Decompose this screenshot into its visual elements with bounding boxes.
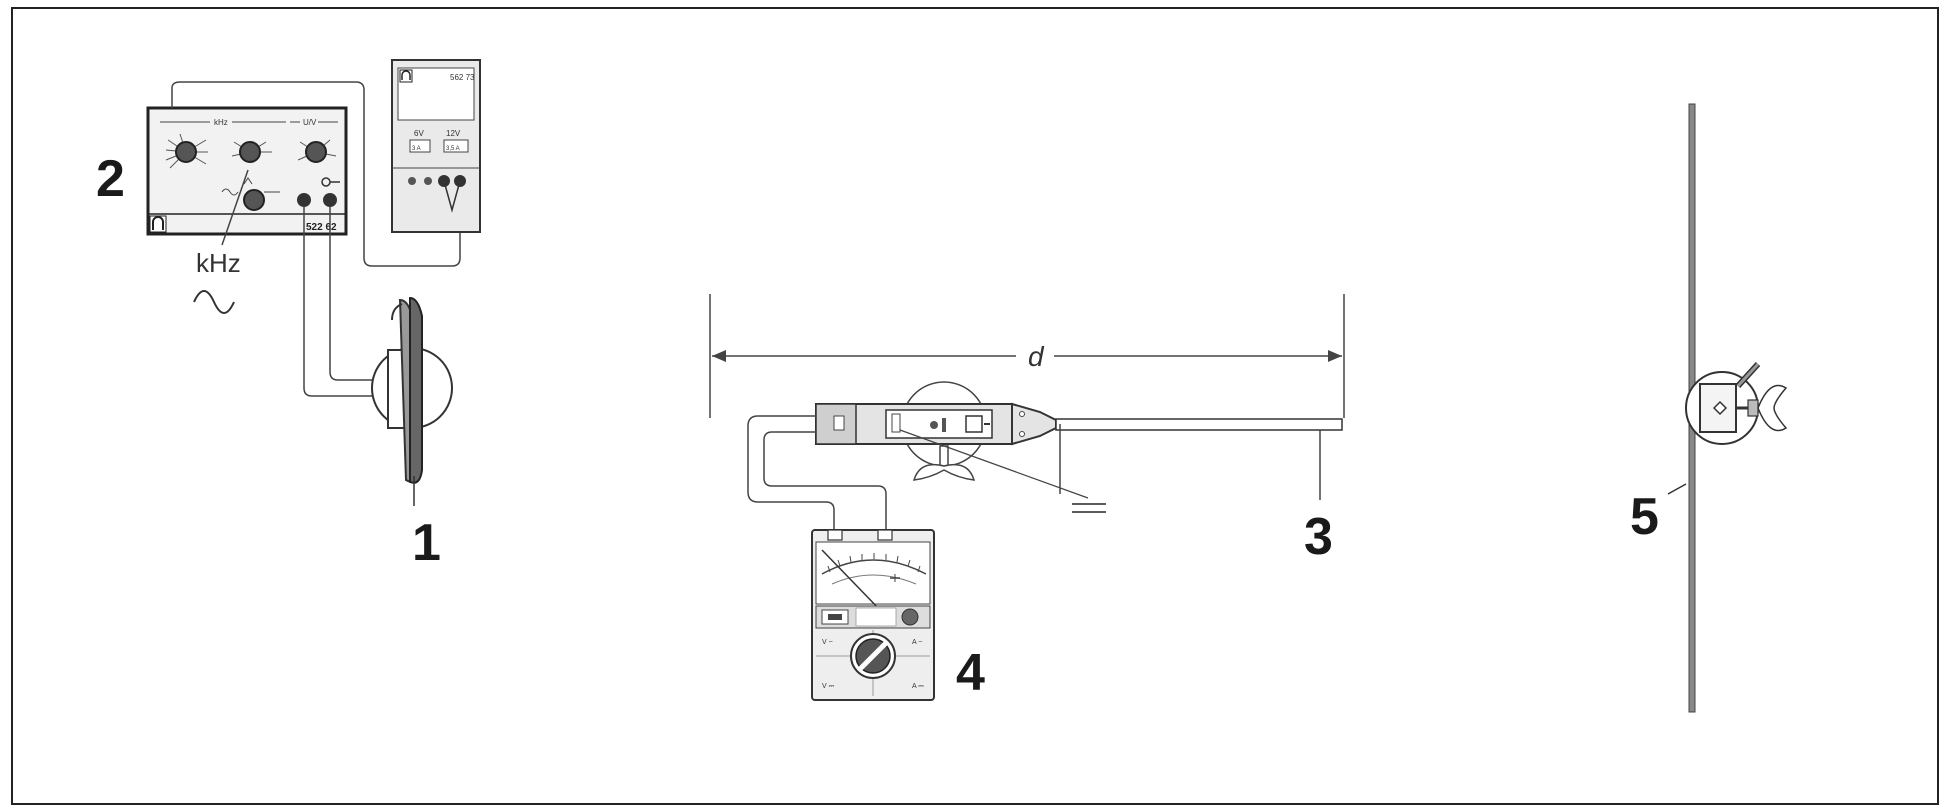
induction-coil [371,296,453,506]
multimeter: V ~ A ~ V ⎓ A ⎓ [811,529,935,701]
support-rod [1667,103,1788,713]
frequency-unit-label: kHz [196,248,241,278]
distance-dimension: d [709,294,1345,418]
label-generator: 2 [96,150,125,208]
output-socket-left [297,193,311,207]
meter-needle [821,549,883,613]
ac-wave-icon [193,290,235,314]
generator-model: 522 62 [306,222,337,233]
generator-supply-cable [171,81,461,267]
generator-uv-scale: U/V [303,118,317,127]
meter-cable-inner [763,431,887,532]
ld-logo-icon [149,215,167,233]
supply-model: 562 73 [450,73,475,82]
ground-icon [1072,503,1106,513]
rotary-selector-icon [850,633,896,679]
field-probe [815,381,1343,499]
svg-text:A ⎓: A ⎓ [912,683,924,690]
generator-khz-scale: kHz [214,118,228,127]
key-icon [321,177,340,187]
distance-label: d [1028,341,1045,372]
svg-text:V ~: V ~ [822,639,833,646]
supply-6v-current: 3 A [412,146,421,152]
power-supply: 562 73 6V 12V 3 A 3,5 A [391,59,481,233]
supply-12v-label: 12V [446,129,461,138]
output-socket-right [323,193,337,207]
supply-6v-label: 6V [414,129,424,138]
coil-cable-inner [329,207,390,381]
label-coil: 1 [412,514,441,572]
label-meter: 4 [956,644,985,702]
coil-cable-outer [303,207,386,397]
ld-logo-icon [399,69,413,83]
svg-text:V ⎓: V ⎓ [822,683,835,690]
amplitude-knob [297,139,337,163]
label-rod: 5 [1630,488,1659,546]
label-probe: 3 [1304,508,1333,566]
supply-12v-current: 3,5 A [446,146,460,152]
frequency-range-knob [165,133,208,169]
function-generator: kHz U/V [146,106,348,246]
frequency-fine-knob [231,141,272,163]
waveform-selector-knob [221,177,280,211]
svg-text:A ~: A ~ [912,639,922,646]
meter-cable-outer [747,415,835,532]
diagram-frame [11,7,1939,805]
